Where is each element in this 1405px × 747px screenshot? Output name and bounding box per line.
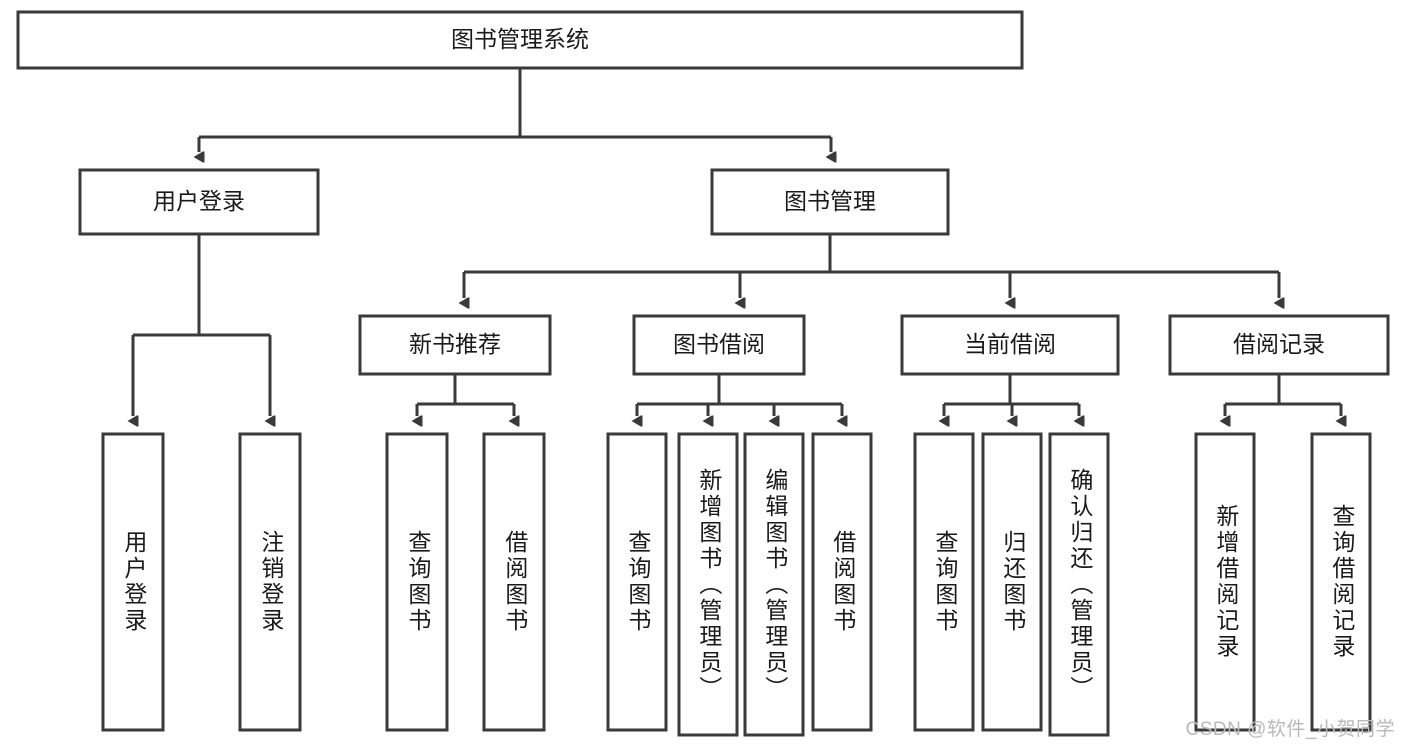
node-new-book-recommend-label: 新书推荐 [409, 331, 501, 357]
connector-root-to-level2 [199, 68, 831, 152]
leaf-box[interactable] [1310, 432, 1372, 732]
leaf-box[interactable] [238, 432, 302, 732]
node-new-book-recommend[interactable]: 新书推荐 [358, 314, 552, 376]
connector-current-to-leaves [944, 374, 1079, 416]
node-current-borrow[interactable]: 当前借阅 [900, 314, 1120, 376]
node-borrow-records[interactable]: 借阅记录 [1168, 314, 1390, 376]
leaf-box[interactable] [743, 432, 805, 737]
connector-newbook-to-leaves [417, 374, 514, 416]
leaf-box[interactable] [677, 432, 739, 737]
leaf-box[interactable] [981, 432, 1043, 732]
node-user-login-label: 用户登录 [153, 188, 245, 214]
node-user-login[interactable]: 用户登录 [78, 168, 320, 236]
node-book-management-label: 图书管理 [784, 188, 876, 214]
node-borrow-records-label: 借阅记录 [1233, 331, 1325, 357]
connector-bookmgmt-to-level3 [464, 234, 1279, 298]
node-book-borrow[interactable]: 图书借阅 [632, 314, 806, 376]
leaf-boxes [101, 432, 1372, 737]
watermark: CSDN @软件_小贺同学 [1185, 719, 1395, 740]
leaf-box[interactable] [1048, 432, 1110, 737]
leaf-box[interactable] [1194, 432, 1256, 732]
leaf-box[interactable] [385, 432, 449, 732]
node-current-borrow-label: 当前借阅 [964, 331, 1056, 357]
leaf-box[interactable] [811, 432, 873, 732]
leaf-box[interactable] [913, 432, 975, 732]
connector-borrow-to-leaves [637, 374, 842, 416]
node-root[interactable]: 图书管理系统 [16, 10, 1024, 70]
node-book-borrow-label: 图书借阅 [673, 331, 765, 357]
connector-login-to-leaves [133, 234, 270, 416]
leaf-box[interactable] [482, 432, 546, 732]
leaf-box[interactable] [606, 432, 668, 732]
node-root-label: 图书管理系统 [451, 26, 589, 52]
node-book-management[interactable]: 图书管理 [710, 168, 950, 236]
connector-records-to-leaves [1225, 374, 1341, 416]
leaf-box[interactable] [101, 432, 165, 732]
